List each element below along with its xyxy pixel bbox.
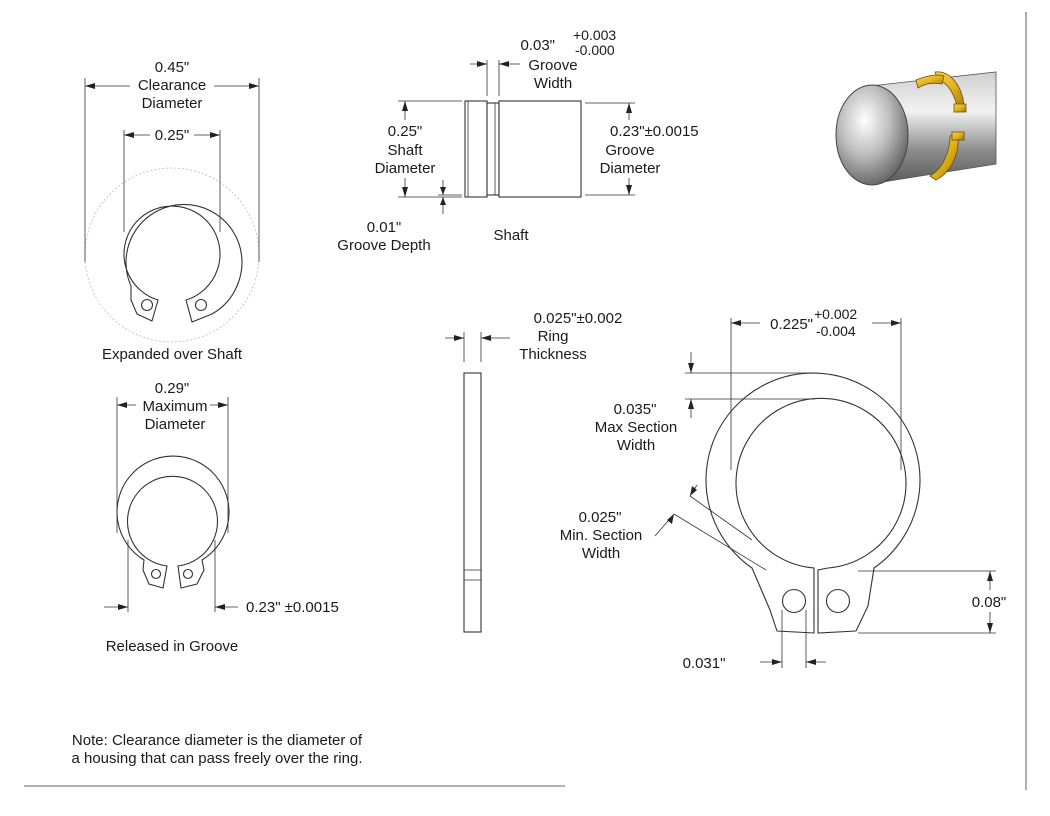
arrow [806,659,816,665]
ring-edge [463,372,482,633]
min-section-label-2: Width [582,545,620,562]
released-ring-hole-right [182,568,194,580]
gdia-label-1: Groove [605,142,654,159]
ring-3d-bottom [929,133,959,181]
free-dia-value: 0.225" [770,316,813,333]
free-dia-tol-minus: -0.004 [816,323,856,339]
arrow [731,320,741,326]
arrow [667,514,674,524]
arrow [402,187,408,197]
clearance-value: 0.45" [155,59,190,76]
thickness-value: 0.025"±0.002 [534,310,623,327]
arrow [210,132,220,138]
gw-label-1: Groove [528,57,577,74]
minsw-ext-1 [689,495,753,541]
ring-detail-outline [705,372,921,634]
arrow [218,402,228,408]
max-section-label-1: Max Section [595,419,678,436]
ring-detail-view [654,318,996,668]
gw-tol-plus: +0.003 [573,27,616,43]
shaft-3d-illustration [835,71,997,186]
min-section-label-1: Min. Section [560,527,643,544]
arrow [690,486,697,496]
ring-detail-hole-left [781,588,807,614]
note-line-1: Note: Clearance diameter is the diameter… [72,732,363,749]
arrow [987,571,993,581]
expanded-ring [123,203,243,323]
max-label-1: Maximum [142,398,207,415]
expanded-ring-hole-left [140,298,154,312]
arrow [772,659,782,665]
shaft-caption: Shaft [493,227,529,244]
arrow [499,61,509,67]
shaft-view [398,60,635,214]
shaft-body-right [498,100,582,198]
expanded-ring-hole-right [194,298,208,312]
released-caption: Released in Groove [106,638,239,655]
arrow [402,101,408,111]
thickness-label-1: Ring [538,328,569,345]
gdia-label-2: Diameter [600,160,661,177]
arrow [987,623,993,633]
clearance-label-1: Clearance [138,77,206,94]
note-line-2: a housing that can pass freely over the … [71,750,362,767]
clearance-label-2: Diameter [142,95,203,112]
arrow [117,402,127,408]
arrow [688,399,694,409]
gw-label-2: Width [534,75,572,92]
arrow [249,83,259,89]
arrow [477,61,487,67]
gd-value: 0.01" [367,219,402,236]
arrow [440,187,446,195]
ring-detail-hole-right [825,588,851,614]
arrow [85,83,95,89]
arrow [454,335,464,341]
arrow [481,335,491,341]
released-ring [116,455,230,589]
sd-value: 0.25" [388,123,423,140]
lug-height-value: 0.08" [972,594,1007,611]
gw-tol-minus: -0.000 [575,42,615,58]
expanded-ring-view [84,78,260,343]
thickness-label-2: Thickness [519,346,587,363]
max-section-label-2: Width [617,437,655,454]
max-value: 0.29" [155,380,190,397]
arrow [626,185,632,195]
max-label-2: Diameter [145,416,206,433]
hole-value: 0.031" [683,655,726,672]
shaft-groove [486,102,500,196]
ring-3d-lug-bottom [951,131,965,141]
gw-value: 0.03" [520,37,555,54]
expanded-shaft-value: 0.25" [155,127,190,144]
ring-3d-lug-top [953,103,967,113]
arrow [688,363,694,373]
released-groove-value: 0.23" ±0.0015 [246,599,339,616]
max-section-value: 0.035" [614,401,657,418]
sd-label-1: Shaft [387,142,423,159]
arrow [891,320,901,326]
released-ring-hole-left [150,568,162,580]
sd-label-2: Diameter [375,160,436,177]
released-ring-view [104,397,238,612]
arrow [440,197,446,205]
free-dia-tol-plus: +0.002 [814,306,857,322]
gd-label: Groove Depth [337,237,430,254]
min-section-value: 0.025" [579,509,622,526]
arrow [626,103,632,113]
minsw-ext-2 [673,513,767,571]
ring-3d-front [915,74,945,89]
arrow [118,604,128,610]
shaft-3d-end [835,84,909,186]
gdia-value: 0.23"±0.0015 [610,123,699,140]
arrow [215,604,225,610]
expanded-caption: Expanded over Shaft [102,346,243,363]
arrow [124,132,134,138]
thickness-view [445,332,510,633]
